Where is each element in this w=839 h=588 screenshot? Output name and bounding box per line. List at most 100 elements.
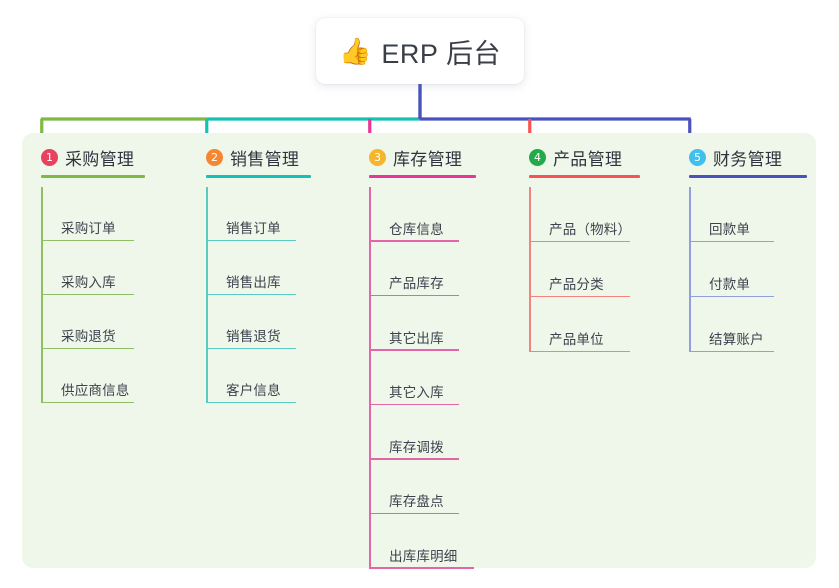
leaf-rule xyxy=(689,240,774,242)
leaf-spine xyxy=(369,350,371,405)
leaf-label: 库存调拨 xyxy=(389,439,444,455)
leaf-rule xyxy=(689,350,774,352)
leaf-label: 采购订单 xyxy=(61,221,116,236)
branch-title: 财务管理 xyxy=(713,149,783,169)
leaf-label: 采购入库 xyxy=(61,275,116,290)
leaf-item[interactable]: 采购入库 xyxy=(41,241,145,295)
leaf-label: 销售出库 xyxy=(226,275,281,290)
branch-number-badge: 5 xyxy=(689,148,706,166)
leaf-spine xyxy=(529,297,531,352)
root-title: ERP 后台 xyxy=(381,38,501,69)
leaf-item[interactable]: 其它入库 xyxy=(369,350,476,405)
branch-header-rule xyxy=(529,175,640,178)
branch-number-badge: 1 xyxy=(41,148,58,166)
leaf-label: 付款单 xyxy=(709,277,751,292)
leaf-spine xyxy=(206,241,208,295)
branch-column-3: 3 库存管理仓库信息产品库存其它出库其它入库库存调拨库存盘点出库库明细 xyxy=(369,145,476,569)
leaf-rule xyxy=(369,240,459,242)
leaf-spine xyxy=(369,405,371,460)
leaf-rule xyxy=(41,347,134,349)
leaf-rule xyxy=(41,293,134,295)
leaf-spine xyxy=(369,187,371,242)
leaf-spine xyxy=(206,187,208,241)
leaf-rule xyxy=(369,349,459,351)
leaf-rule xyxy=(529,350,630,352)
leaf-label: 采购退货 xyxy=(61,329,116,344)
leaf-label: 供应商信息 xyxy=(61,383,130,398)
branch-header-3[interactable]: 3 库存管理 xyxy=(369,145,476,169)
leaf-item[interactable]: 仓库信息 xyxy=(369,187,476,242)
leaf-item[interactable]: 库存盘点 xyxy=(369,459,476,514)
leaf-spine xyxy=(206,349,208,403)
leaf-item[interactable]: 供应商信息 xyxy=(41,349,145,403)
leaf-label: 产品库存 xyxy=(389,276,444,291)
branch-header-1[interactable]: 1 采购管理 xyxy=(41,145,145,169)
leaf-item[interactable]: 结算账户 xyxy=(689,297,807,352)
leaf-rule xyxy=(369,294,459,296)
leaf-item[interactable]: 销售订单 xyxy=(206,187,311,241)
leaf-spine xyxy=(689,297,691,352)
leaf-item[interactable]: 销售退货 xyxy=(206,295,311,349)
leaf-item[interactable]: 库存调拨 xyxy=(369,405,476,460)
leaf-item[interactable]: 产品库存 xyxy=(369,241,476,296)
leaf-rule xyxy=(206,293,296,295)
leaf-label: 出库库明细 xyxy=(389,548,458,564)
leaf-label: 其它入库 xyxy=(389,385,444,400)
leaf-item[interactable]: 付款单 xyxy=(689,242,807,297)
root-node[interactable]: 👍 ERP 后台 xyxy=(316,18,524,84)
leaf-item[interactable]: 产品（物料） xyxy=(529,187,640,242)
leaf-spine xyxy=(369,241,371,296)
branch-header-rule xyxy=(369,175,476,178)
leaf-spine xyxy=(529,187,531,242)
leaf-item[interactable]: 客户信息 xyxy=(206,349,311,403)
leaf-list: 销售订单销售出库销售退货客户信息 xyxy=(206,187,311,403)
branch-header-rule xyxy=(206,175,311,178)
leaf-label: 产品单位 xyxy=(549,332,604,347)
leaf-spine xyxy=(369,459,371,514)
leaf-spine xyxy=(41,241,43,295)
branch-number-badge: 3 xyxy=(369,148,386,166)
leaf-spine xyxy=(41,349,43,403)
leaf-spine xyxy=(529,242,531,297)
leaf-rule xyxy=(689,295,774,297)
branch-header-rule xyxy=(689,175,807,178)
branch-number-badge: 2 xyxy=(206,148,223,166)
leaf-item[interactable]: 产品分类 xyxy=(529,242,640,297)
leaf-rule xyxy=(206,401,296,403)
leaf-spine xyxy=(689,242,691,297)
leaf-list: 回款单付款单结算账户 xyxy=(689,187,807,352)
leaf-rule xyxy=(529,295,630,297)
leaf-item[interactable]: 其它出库 xyxy=(369,296,476,351)
leaf-label: 产品分类 xyxy=(549,277,604,292)
leaf-rule xyxy=(529,240,630,242)
leaf-spine xyxy=(41,295,43,349)
branch-header-5[interactable]: 5 财务管理 xyxy=(689,145,807,169)
leaf-label: 销售退货 xyxy=(226,329,281,344)
leaf-spine xyxy=(689,187,691,242)
leaf-rule xyxy=(206,239,296,241)
leaf-rule xyxy=(369,458,459,460)
leaf-item[interactable]: 回款单 xyxy=(689,187,807,242)
leaf-list: 产品（物料） 产品分类产品单位 xyxy=(529,187,640,352)
leaf-item[interactable]: 采购退货 xyxy=(41,295,145,349)
leaf-spine xyxy=(41,187,43,241)
leaf-label: 仓库信息 xyxy=(389,221,444,237)
branch-title: 产品管理 xyxy=(553,149,623,169)
leaf-item[interactable]: 采购订单 xyxy=(41,187,145,241)
branch-title: 库存管理 xyxy=(393,149,463,169)
leaf-label: 库存盘点 xyxy=(389,494,444,509)
leaf-list: 仓库信息产品库存其它出库其它入库库存调拨库存盘点出库库明细 xyxy=(369,187,476,569)
thumbs-up-icon: 👍 xyxy=(339,37,372,67)
branch-title: 采购管理 xyxy=(65,149,135,169)
branches-panel xyxy=(22,133,816,568)
branch-column-5: 5 财务管理回款单付款单结算账户 xyxy=(689,145,807,352)
leaf-label: 回款单 xyxy=(709,222,751,237)
leaf-item[interactable]: 出库库明细 xyxy=(369,514,476,569)
leaf-item[interactable]: 销售出库 xyxy=(206,241,311,295)
leaf-item[interactable]: 产品单位 xyxy=(529,297,640,352)
